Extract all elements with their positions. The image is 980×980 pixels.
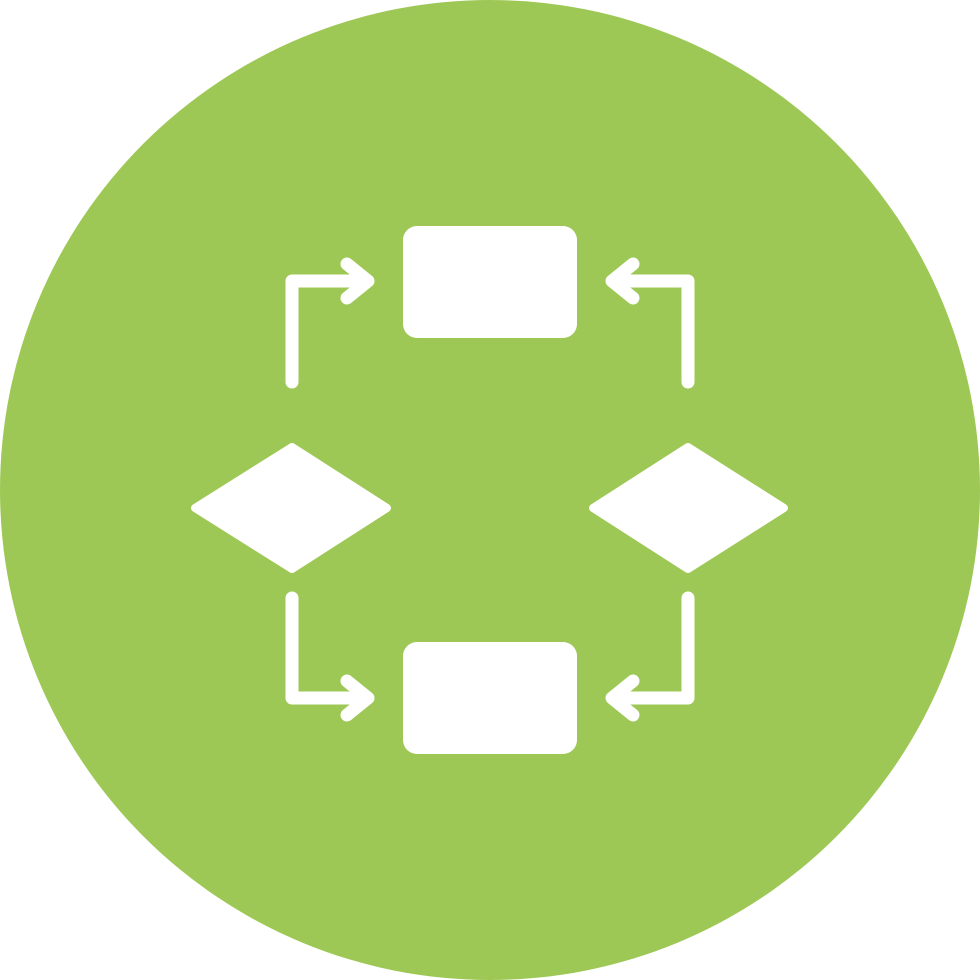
arrowhead-right-to-bottom (605, 674, 640, 722)
decision-diamond-left (191, 443, 391, 573)
process-box-bottom (403, 642, 577, 754)
arrowhead-right-to-top (605, 257, 640, 305)
decision-diamond-right (589, 443, 788, 573)
flowchart-glyph (191, 226, 788, 754)
connector-right-to-bottom (609, 591, 695, 705)
process-box-top (403, 226, 577, 338)
connector-right-to-top (609, 274, 695, 389)
connector-left-to-top (285, 274, 371, 389)
connector-left-to-bottom (285, 591, 371, 705)
arrowhead-left-to-top (340, 257, 375, 305)
arrowhead-left-to-bottom (340, 674, 375, 722)
